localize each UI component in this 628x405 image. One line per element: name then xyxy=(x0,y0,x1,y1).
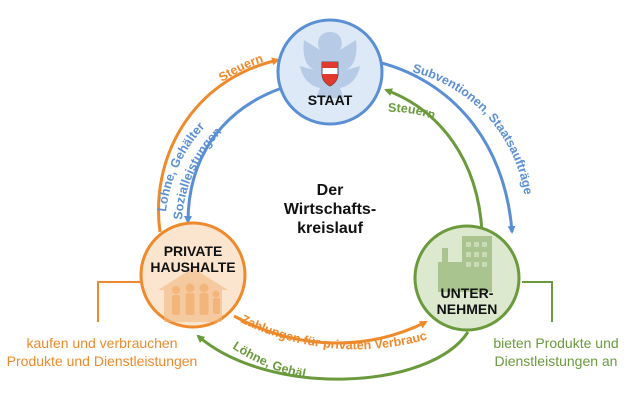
label-steuern-haushalte: Steuern xyxy=(216,51,265,84)
center-title-line2: Wirtschafts- xyxy=(284,201,376,218)
right-note-line1: bieten Produkte und xyxy=(493,335,618,351)
center-title-line1: Der xyxy=(317,182,344,199)
right-bracket xyxy=(522,281,553,322)
node-staat: STAAT xyxy=(276,18,384,126)
unternehmen-title-line1: UNTER- xyxy=(441,285,494,301)
left-note-line2: Produkte und Dienstleistungen xyxy=(7,353,198,369)
flow-arrow-loehne-unternehmen xyxy=(196,331,470,381)
haushalte-title-line2: HAUSHALTE xyxy=(150,259,235,275)
factory-icon xyxy=(438,236,492,292)
austria-shield-icon xyxy=(321,61,339,87)
staat-title: STAAT xyxy=(308,92,353,108)
flow-arrow-subventionen xyxy=(377,60,516,234)
node-unternehmen: UNTER- NEHMEN xyxy=(413,224,521,332)
flow-arrow-steuern-unternehmen xyxy=(384,88,484,233)
left-bracket xyxy=(97,281,140,322)
flow-arrow-sozialleistungen xyxy=(184,86,283,224)
label-subventionen: Subventionen, Staatsaufträge xyxy=(411,61,535,195)
center-title-line3: kreislauf xyxy=(297,220,363,237)
flow-arrow-steuern-haushalte xyxy=(157,57,280,233)
flow-arrow-zahlungen xyxy=(233,314,428,345)
unternehmen-title-line2: NEHMEN xyxy=(437,301,498,317)
family-house-icon xyxy=(158,268,228,322)
right-note-line2: Dienstleistungen an xyxy=(495,353,618,369)
label-steuern-unternehmen: Steuern xyxy=(388,101,437,122)
left-note-line1: kaufen und verbrauchen xyxy=(27,335,178,351)
haushalte-title-line1: PRIVATE xyxy=(164,243,223,259)
node-haushalte: PRIVATE HAUSHALTE xyxy=(139,221,247,329)
